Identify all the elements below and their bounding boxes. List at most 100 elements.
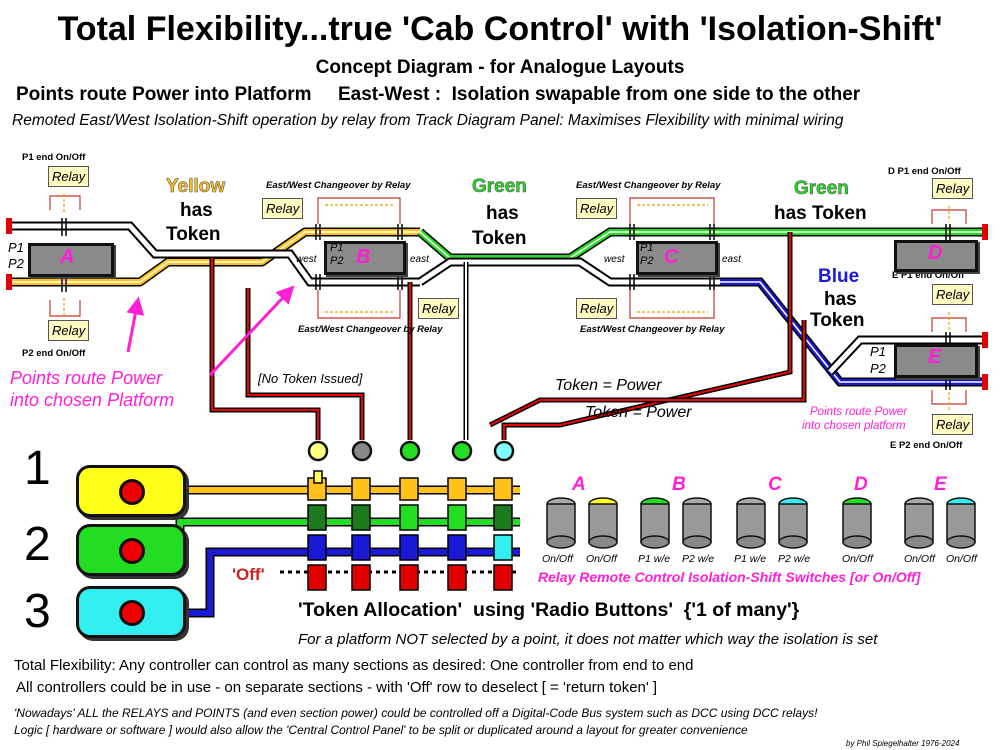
section-b-p1: P1: [330, 242, 344, 254]
radio-stack-e: [493, 477, 513, 591]
relay-a-p1: Relay: [48, 166, 90, 187]
label-yellow-has: has: [180, 200, 213, 221]
section-c-east: east: [722, 254, 741, 265]
label-green-2: Green: [794, 178, 850, 200]
isolation-gaps: [61, 218, 951, 390]
relay-b-bottom: Relay: [418, 298, 460, 319]
section-e-p2: P2: [870, 361, 886, 376]
switch-label-3: P1 w/e: [638, 553, 671, 565]
label-token-allocation: 'Token Allocation' using 'Radio Buttons'…: [298, 599, 800, 621]
label-points-route-2: into chosen Platform: [10, 390, 175, 410]
controller-3-knob[interactable]: [119, 600, 145, 626]
section-e: [894, 344, 978, 378]
label-points-route-small-1: Points route Power: [810, 406, 908, 418]
switch-label-9: On/Off: [946, 553, 977, 565]
page-subtitle: Concept Diagram - for Analogue Layouts: [315, 57, 685, 78]
switch-label-5: P1 w/e: [734, 553, 767, 565]
label-green-1-token: Token: [472, 228, 527, 249]
relay-b-top: Relay: [262, 198, 304, 219]
switches-caption: Relay Remote Control Isolation-Shift Swi…: [538, 569, 921, 585]
relay-e-p1: Relay: [932, 284, 974, 305]
switch-label-2: On/Off: [586, 553, 617, 565]
heading-points-route: Points route Power into Platform East-We…: [16, 84, 861, 105]
radio-stack-b: [351, 477, 371, 591]
section-a: [28, 243, 114, 277]
switch-label-1: On/Off: [542, 553, 573, 565]
label-green-1-has: has: [486, 203, 519, 224]
label-off: 'Off': [232, 565, 265, 584]
indicator-lamps: [307, 440, 515, 462]
buffer-stops: [6, 218, 988, 390]
section-a-p1: P1: [8, 240, 24, 255]
switch-label-6: P2 w/e: [778, 553, 811, 565]
label-changeover-b-bottom: East/West Changeover by Relay: [298, 324, 443, 335]
section-b: [324, 241, 406, 275]
section-a-p2: P2: [8, 256, 24, 271]
section-c-p2: P2: [640, 255, 654, 267]
controller-bus: [170, 485, 520, 618]
label-yellow: Yellow: [166, 176, 226, 198]
section-c-letter: C: [664, 246, 679, 268]
controller-2-knob[interactable]: [119, 538, 145, 564]
label-green-2-has-token: has Token: [774, 203, 867, 224]
relay-a-p2: Relay: [48, 320, 90, 341]
relay-e-p2: Relay: [932, 414, 974, 435]
label-points-route-small-2: into chosen platform: [802, 420, 906, 432]
label-changeover-c-bottom: East/West Changeover by Relay: [580, 324, 725, 335]
points-arrows: [126, 285, 295, 377]
label-green-1: Green: [472, 176, 528, 198]
relay-dashes: [63, 194, 950, 410]
section-c-west: west: [604, 254, 625, 265]
label-p2-end: P2 end On/Off: [22, 348, 86, 359]
track-white-lower: [417, 257, 720, 287]
switch-label-4: P2 w/e: [682, 553, 715, 565]
switch-letter-a: A: [572, 474, 586, 495]
radio-button-stacks: [307, 470, 513, 591]
section-b-p2: P2: [330, 255, 344, 267]
section-b-letter: B: [356, 246, 371, 268]
section-d: [894, 240, 978, 272]
controller-3[interactable]: [76, 586, 186, 638]
label-changeover-b-top: East/West Changeover by Relay: [266, 180, 411, 191]
label-e-p1-end: E P1 end On/Off: [892, 270, 965, 281]
section-e-p1: P1: [870, 344, 886, 359]
controller-1-knob[interactable]: [119, 479, 145, 505]
label-d-p1-end: D P1 end On/Off: [888, 166, 961, 177]
section-e-letter: E: [928, 346, 942, 368]
label-nowadays: 'Nowadays' ALL the RELAYS and POINTS (an…: [14, 706, 818, 720]
controller-1[interactable]: [76, 465, 186, 517]
label-flex-1: Total Flexibility: Any controller can co…: [14, 657, 694, 674]
controller-2-number: 2: [24, 518, 51, 571]
label-logic: Logic [ hardware or software ] would als…: [14, 723, 748, 737]
rotary-switches: [546, 497, 976, 549]
label-no-token: [No Token Issued]: [258, 371, 363, 386]
track-yellow: [10, 227, 420, 287]
section-c: [636, 241, 718, 275]
label-platform-note: For a platform NOT selected by a point, …: [298, 631, 878, 648]
track-white-upper: [10, 221, 420, 287]
controller-2[interactable]: [76, 524, 186, 576]
label-p1-end: P1 end On/Off: [22, 152, 86, 163]
section-a-letter: A: [60, 246, 75, 268]
radio-stack-d: [447, 477, 467, 591]
section-b-east: east: [410, 254, 429, 265]
switch-letter-c: C: [768, 474, 782, 495]
relay-d: Relay: [932, 178, 974, 199]
section-c-p1: P1: [640, 242, 654, 254]
track-white-e: [826, 335, 985, 376]
label-flex-2: All controllers could be in use - on sep…: [16, 679, 658, 696]
controller-3-number: 3: [24, 585, 51, 638]
switch-letter-b: B: [672, 474, 686, 495]
controller-1-number: 1: [24, 442, 51, 495]
radio-stack-c: [399, 477, 419, 591]
radio-stack-a: [307, 470, 327, 591]
section-b-west: west: [296, 254, 317, 265]
switch-label-7: On/Off: [842, 553, 873, 565]
label-token-power-2: Token = Power: [585, 404, 692, 421]
label-token-power-1: Token = Power: [555, 377, 662, 394]
section-d-letter: D: [928, 242, 943, 264]
label-credit: by Phil Spiegelhalter 1976-2024: [846, 739, 960, 748]
track-blue: [720, 277, 985, 387]
heading-remoted: Remoted East/West Isolation-Shift operat…: [12, 112, 844, 129]
